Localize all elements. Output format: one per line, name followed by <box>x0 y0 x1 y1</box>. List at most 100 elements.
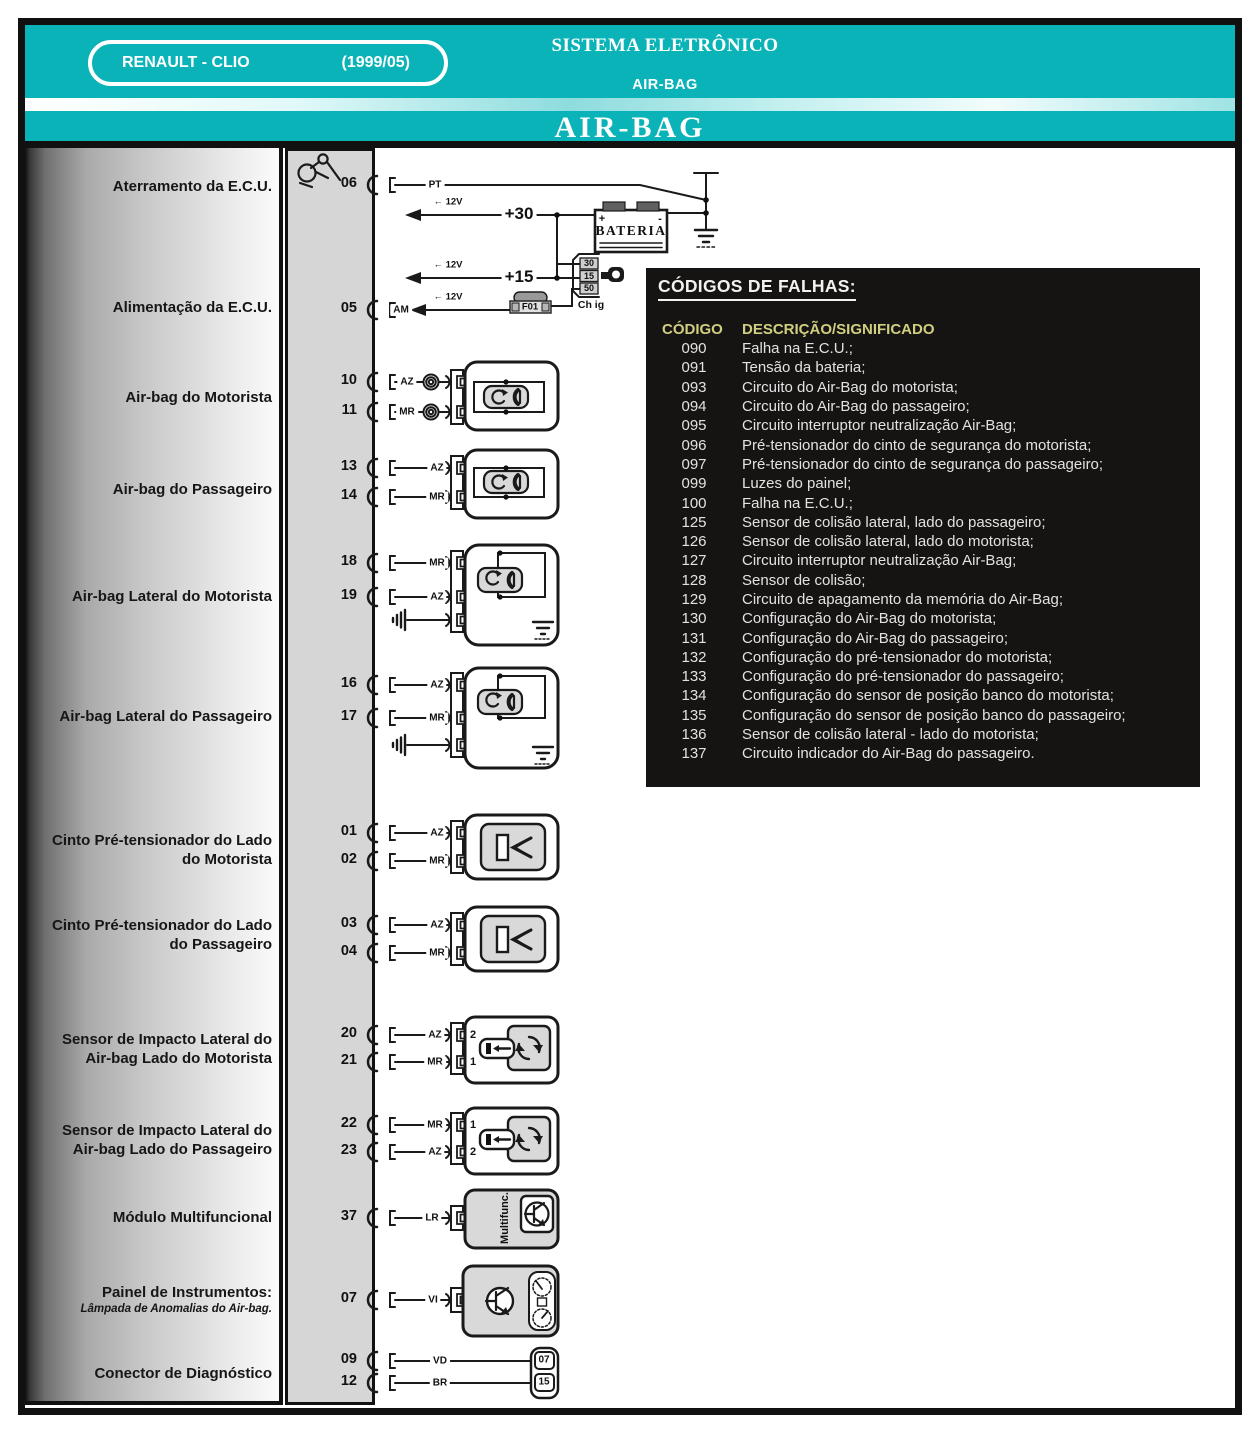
diagram-label: ← 12V <box>433 196 463 208</box>
diagram-label: +30 <box>501 204 537 224</box>
diagram-label: Ch ig <box>577 299 605 311</box>
fault-description: Configuração do pré-tensionador do passa… <box>742 668 1064 686</box>
fault-description: Pré-tensionador do cinto de segurança do… <box>742 436 1092 454</box>
fault-code: 136 <box>681 726 707 744</box>
wire-color-label: AZ <box>425 1146 445 1158</box>
diagram-label: +15 <box>501 267 537 287</box>
ecu-pin-number: 19 <box>340 587 357 603</box>
component-label: do Passageiro <box>169 936 272 953</box>
ecu-pin-number: 20 <box>340 1025 357 1041</box>
fault-code: 137 <box>681 745 707 763</box>
diagram-label: 15 <box>583 271 595 281</box>
component-label: Cinto Pré-tensionador do Lado <box>52 917 272 934</box>
component-label: Air-bag do Motorista <box>125 389 272 406</box>
ecu-pin-number: 22 <box>340 1115 357 1131</box>
wire-color-label: PT <box>425 179 445 191</box>
fault-code-row: 137 Circuito indicador do Air-Bag do pass… <box>646 744 1192 763</box>
ecu-pin-number: 05 <box>340 300 357 316</box>
ecu-pin-number: 37 <box>340 1208 357 1224</box>
fault-code: 096 <box>681 436 707 454</box>
wire-color-label: VI <box>425 1294 441 1306</box>
diagram-label: 2 <box>468 1146 478 1158</box>
fault-code-row: 131 Configuração do Air-Bag do passageiro… <box>646 628 1192 647</box>
fault-description: Tensão da bateria; <box>742 359 866 377</box>
gradient-stripe <box>25 98 1235 111</box>
ecu-pin-number: 02 <box>340 851 357 867</box>
wire-color-label: MR <box>426 712 448 724</box>
fault-description: Configuração do Air-Bag do motorista; <box>742 610 997 628</box>
diagram-label: 30 <box>583 258 595 268</box>
fault-description: Configuração do Air-Bag do passageiro; <box>742 629 1009 647</box>
page-title: AIR-BAG <box>554 111 706 144</box>
ecu-pin-number: 17 <box>340 708 357 724</box>
component-label: Air-bag do Passageiro <box>112 481 272 498</box>
wire-color-label: MR <box>426 491 448 503</box>
wire-color-label: AZ <box>427 679 447 691</box>
component-label: Air-bag Lado do Motorista <box>85 1050 272 1067</box>
fault-description: Sensor de colisão lateral, lado do passa… <box>742 513 1046 531</box>
fault-code: 100 <box>681 494 707 512</box>
component-label: Air-bag Lateral do Passageiro <box>59 708 272 725</box>
component-label: Cinto Pré-tensionador do Lado <box>52 832 272 849</box>
wire-color-label: AZ <box>427 919 447 931</box>
fault-code: 134 <box>681 687 707 705</box>
system-title: SISTEMA ELETRÔNICO <box>551 35 779 56</box>
fault-description: Configuração do pré-tensionador do motor… <box>742 648 1053 666</box>
diagram-label: - <box>658 213 662 225</box>
fault-description: Pré-tensionador do cinto de segurança do… <box>742 455 1104 473</box>
ecu-pin-number: 03 <box>340 915 357 931</box>
wire-color-label: AZ <box>425 1029 445 1041</box>
component-label: Módulo Multifuncional <box>112 1209 272 1226</box>
fault-code: 131 <box>681 629 707 647</box>
diagram-label: 07 <box>538 1354 550 1366</box>
wire-color-label: BR <box>429 1377 451 1389</box>
ecu-pin-number: 04 <box>340 943 357 959</box>
fault-code: 135 <box>681 706 707 724</box>
component-label: Conector de Diagnóstico <box>94 1365 272 1382</box>
fault-description: Sensor de colisão lateral, lado do motor… <box>742 533 1034 551</box>
fault-code: 090 <box>681 340 707 358</box>
diagram-label: 1 <box>468 1056 478 1068</box>
vehicle-year: (1999/05) <box>341 54 411 71</box>
wire-color-label: AZ <box>427 827 447 839</box>
wire-color-label: MR <box>396 406 418 418</box>
diagram-label: ← 12V <box>433 291 463 303</box>
fault-code: 130 <box>681 610 707 628</box>
header-band: RENAULT - CLIO (1999/05) SISTEMA ELETRÔN… <box>25 25 1235 144</box>
fault-code: 133 <box>681 668 707 686</box>
fault-description: Circuito interruptor neutralização Air-B… <box>742 417 1017 435</box>
fault-column-code: CÓDIGO <box>662 321 723 338</box>
fault-code-row: 135 Configuração do sensor de posição ban… <box>646 706 1192 725</box>
fault-description: Circuito indicador do Air-Bag do passage… <box>742 745 1035 763</box>
wire-color-label: MR <box>426 557 448 569</box>
fault-codes-title: CÓDIGOS DE FALHAS: <box>658 276 856 301</box>
fault-code-row: 130 Configuração do Air-Bag do motorista; <box>646 609 1192 628</box>
fault-code: 094 <box>681 398 707 416</box>
wire-color-label: MR <box>424 1056 446 1068</box>
ecu-pin-number: 10 <box>340 372 357 388</box>
fault-description: Circuito interruptor neutralização Air-B… <box>742 552 1017 570</box>
ecu-pin-number: 07 <box>340 1290 357 1306</box>
component-label: Sensor de Impacto Lateral do <box>61 1122 272 1139</box>
wire-color-label: MR <box>426 947 448 959</box>
fault-description: Configuração do sensor de posição banco … <box>742 706 1126 724</box>
component-label: Alimentação da E.C.U. <box>112 299 272 316</box>
fault-code: 097 <box>681 455 707 473</box>
ecu-pin-number: 21 <box>340 1052 357 1068</box>
ecu-pin-number: 11 <box>341 402 357 418</box>
wire-color-label: AZ <box>397 376 417 388</box>
diagram-label: F01 <box>521 301 539 313</box>
vehicle-badge: RENAULT - CLIO (1999/05) <box>88 40 448 86</box>
component-label: Lâmpada de Anomalias do Air-bag. <box>80 1303 273 1315</box>
